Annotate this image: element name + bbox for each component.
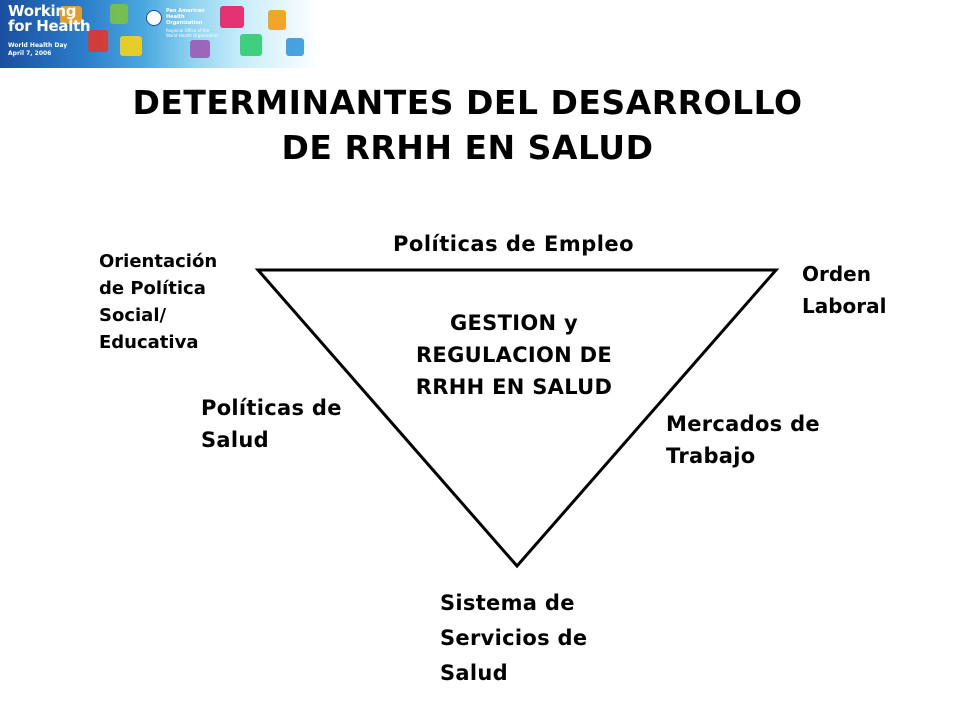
top-right-vertex-label: Orden Laboral xyxy=(802,262,887,318)
header-banner: Working for Health World Health Day Apri… xyxy=(0,0,320,68)
banner-tile xyxy=(268,10,286,30)
top-left-vertex-label: Orientación de Política Social/ Educativ… xyxy=(99,251,218,353)
paho-org-name: Pan American Health Organization xyxy=(166,8,205,26)
slide-title-line: DE RRHH EN SALUD xyxy=(281,128,654,167)
banner-tile xyxy=(88,30,108,52)
left-edge-label: Políticas de Salud xyxy=(201,396,342,452)
right-edge-label: Mercados de Trabajo xyxy=(666,412,820,468)
banner-tile xyxy=(120,36,142,56)
bottom-vertex-label: Sistema de Servicios de Salud xyxy=(440,591,588,685)
working-for-health-logo: Working for Health xyxy=(8,2,91,35)
top-edge-label: Políticas de Empleo xyxy=(393,232,635,256)
banner-tile xyxy=(190,40,210,58)
center-label: GESTION y REGULACION DE RRHH EN SALUD xyxy=(415,311,613,399)
event-caption: World Health Day April 7, 2006 xyxy=(8,42,68,57)
slide-title-line: DETERMINANTES DEL DESARROLLO xyxy=(132,83,803,122)
banner-tile xyxy=(240,34,262,56)
slide-title: DETERMINANTES DEL DESARROLLO DE RRHH EN … xyxy=(0,80,935,170)
banner-tile xyxy=(110,4,128,24)
banner-background xyxy=(0,0,320,68)
banner-tile xyxy=(220,6,244,28)
paho-emblem-icon xyxy=(146,10,162,26)
banner-tile xyxy=(60,6,82,24)
paho-org-subtitle: Regional Office of the World Health Orga… xyxy=(166,28,219,38)
banner-tile xyxy=(286,38,304,56)
inverted-triangle xyxy=(254,268,780,569)
